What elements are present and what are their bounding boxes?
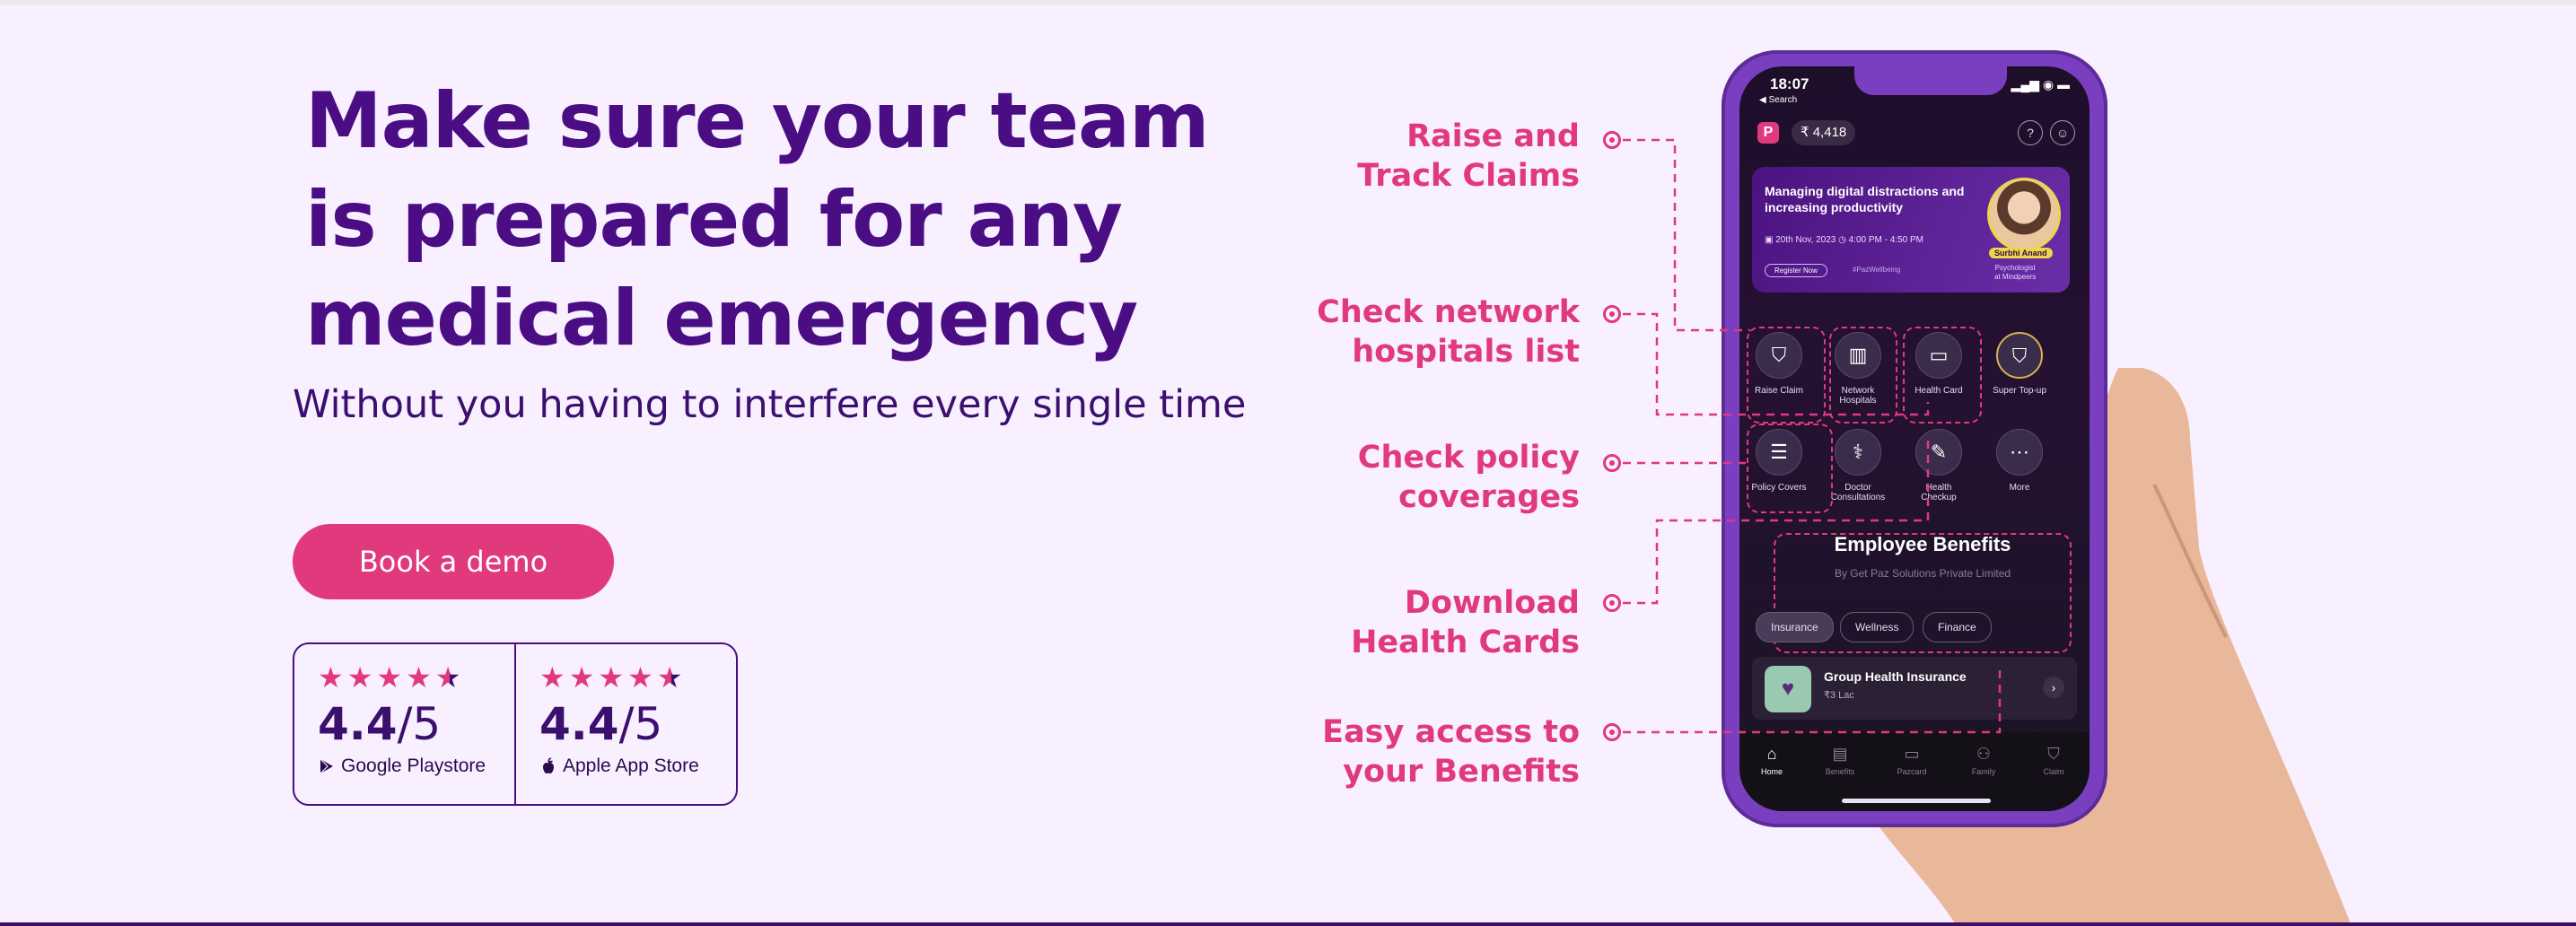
store-name: Google Playstore [341,756,486,776]
apple-icon [543,757,554,773]
dynamic-island [1854,66,2007,95]
calendar-icon: ▣ [1765,235,1776,245]
tab-wellness[interactable]: Wellness [1840,612,1914,642]
callout-dot [1603,454,1621,472]
rating-google-play[interactable]: ★★★★★ 4.4/5 Google Playstore [294,644,514,804]
bottom-divider [0,922,2576,926]
webinar-banner[interactable]: Managing digital distractions and increa… [1752,167,2070,293]
employee-benefits-header: Employee Benefits By Get Paz Solutions P… [1774,533,2072,610]
tab-insurance[interactable]: Insurance [1756,612,1834,642]
insurance-title: Group Health Insurance [1824,669,1967,684]
tile-policy-covers[interactable]: ☰Policy Covers [1743,429,1815,493]
highlight-benefits [1774,533,2072,653]
hero-subheadline: Without you having to interfere every si… [293,382,1247,427]
rating-app-store[interactable]: ★★★★★ 4.4/5 Apple App Store [514,644,736,804]
phone-screen: 18:07 ◀ Search ▂▄▆ ◉ ▬ P ₹ 4,418 ? ☺ Man… [1739,66,2090,811]
back-to-search-link[interactable]: ◀ Search [1759,95,1798,105]
top-divider [0,0,2576,5]
nav-home[interactable]: ⌂Home [1743,745,1801,776]
google-play-icon [320,758,333,774]
tile-raise-claim[interactable]: ⛉Raise Claim [1743,332,1815,396]
speaker-name: Surbhi Anand [1989,248,2053,258]
status-time: 18:07 [1770,75,1809,92]
banner-hashtag: #PazWellbeing [1853,266,1901,274]
highlight-raise-claim [1747,327,1826,424]
store-name: Apple App Store [563,756,699,776]
stethoscope-icon: ⚕ [1835,429,1881,476]
shield-badge-icon: ⛉ [1996,332,2043,379]
nav-claim[interactable]: ⛉Claim [2025,745,2082,776]
benefits-subtitle: By Get Paz Solutions Private Limited [1834,567,2011,580]
callout-dot [1603,305,1621,323]
card-icon: ▭ [1915,332,1962,379]
nav-pazcard[interactable]: ▭Pazcard [1883,745,1941,776]
callout-dot [1603,594,1621,612]
bottom-nav: ⌂Home ▤Benefits ▭Pazcard ⚇Family ⛉Claim [1739,732,2090,811]
hospital-icon: ▥ [1835,332,1881,379]
nav-family[interactable]: ⚇Family [1955,745,2012,776]
benefits-icon: ▤ [1832,745,1848,763]
app-logo: P [1757,122,1779,144]
ratings-box: ★★★★★ 4.4/5 Google Playstore ★★★★★ 4.4/5… [293,642,738,806]
highlight-network-hospitals [1829,327,1897,424]
benefits-title: Employee Benefits [1834,533,2011,555]
nav-benefits[interactable]: ▤Benefits [1811,745,1869,776]
tile-super-top-up[interactable]: ⛉Super Top-up [1984,332,2055,396]
family-icon: ⚇ [1976,745,1992,763]
rating-stars: ★★★★★ [539,661,687,694]
callout-dot [1603,723,1621,741]
banner-time: 4:00 PM - 4:50 PM [1848,235,1923,245]
rating-score: 4.4/5 [318,698,442,750]
tile-more[interactable]: ⋯More [1984,429,2055,493]
group-health-insurance-card[interactable]: ♥ Group Health Insurance ₹3 Lac › [1752,657,2077,720]
highlight-policy-covers [1747,424,1833,513]
rating-stars: ★★★★★ [318,661,465,694]
register-now-button[interactable]: Register Now [1765,264,1828,277]
rating-score: 4.4/5 [539,698,663,750]
hero-headline: Make sure your team is prepared for any … [305,76,1210,363]
status-icons: ▂▄▆ ◉ ▬ [2011,77,2070,92]
card-icon: ▭ [1904,745,1920,763]
callout-dot [1603,131,1621,149]
home-indicator [1842,799,1991,803]
syringe-icon: ✎ [1915,429,1962,476]
heart-hand-icon: ♥ [1765,666,1811,712]
chevron-right-icon[interactable]: › [2043,677,2064,698]
chat-icon[interactable]: ? [2018,120,2043,145]
wallet-balance[interactable]: ₹ 4,418 [1792,120,1856,145]
document-icon: ☰ [1756,429,1802,476]
more-icon: ⋯ [1996,429,2043,476]
shield-check-icon: ⛉ [1756,332,1802,379]
home-icon: ⌂ [1766,745,1777,763]
shield-icon: ⛉ [2047,745,2060,763]
tab-finance[interactable]: Finance [1923,612,1992,642]
clock-icon: ◷ [1838,235,1849,245]
book-demo-button[interactable]: Book a demo [293,524,614,599]
profile-icon[interactable]: ☺ [2050,120,2075,145]
banner-date: 20th Nov, 2023 [1775,235,1836,245]
tile-health-card[interactable]: ▭Health Card [1903,332,1975,396]
banner-title: Managing digital distractions and increa… [1765,184,1965,214]
highlight-health-card [1903,327,1982,424]
insurance-amount: ₹3 Lac [1824,690,1854,701]
